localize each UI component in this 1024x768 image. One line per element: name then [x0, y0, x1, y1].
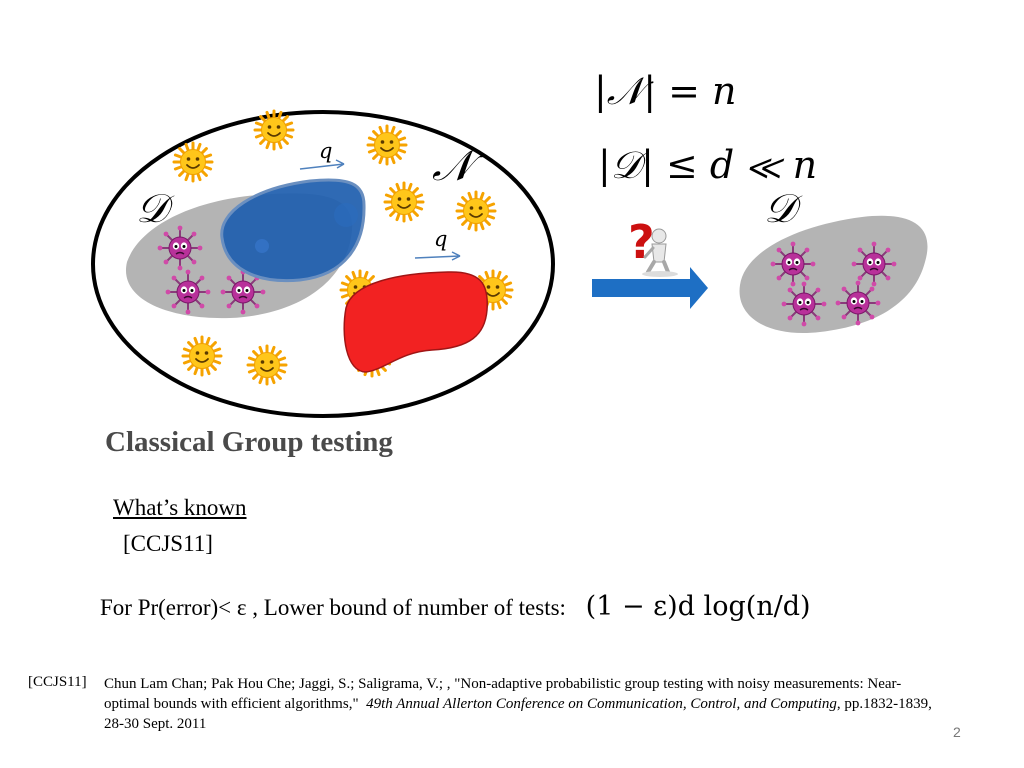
- slide-title: Classical Group testing: [105, 426, 393, 458]
- reference-venue: 49th Annual Allerton Conference on Commu…: [366, 696, 837, 712]
- math-universe-size: |𝒩| = n: [594, 69, 736, 113]
- group-testing-diagram: q q 𝒟 𝒩 |𝒩| = n |𝒟| ≤ d ≪ n ? 𝒟: [91, 69, 928, 418]
- healthy-item-icon: [246, 344, 288, 386]
- question-figure-icon: ?: [628, 215, 678, 277]
- healthy-item-icon: [181, 335, 223, 377]
- reference-label: [CCJS11]: [28, 674, 87, 690]
- lower-bound-text: For Pr(error)< ε , Lower bound of number…: [100, 595, 566, 620]
- test-pool-blue: [220, 178, 366, 283]
- label-defective-set-result: 𝒟: [764, 186, 803, 232]
- healthy-item-icon: [366, 124, 408, 166]
- healthy-item-icon: [383, 181, 425, 223]
- healthy-item-icon: [455, 190, 497, 232]
- label-q-top: q: [319, 139, 332, 163]
- lower-bound-formula: (1 − ε)d log(n/d): [585, 591, 811, 622]
- defective-item-icon: [156, 224, 204, 272]
- page-number: 2: [953, 724, 961, 740]
- arrow-q-top: [299, 163, 345, 170]
- reference-authors-title: Chun Lam Chan; Pak Hou Che; Jaggi, S.; S…: [104, 676, 902, 712]
- math-defective-bound: |𝒟| ≤ d ≪ n: [598, 143, 817, 187]
- reference-text: Chun Lam Chan; Pak Hou Che; Jaggi, S.; S…: [104, 674, 944, 734]
- defective-item-icon: [834, 279, 882, 327]
- label-q-mid: q: [434, 227, 447, 251]
- reference-pages-date: , pp.1832-1839, 28-30 Sept. 2011: [104, 696, 932, 732]
- whats-known-heading: What’s known: [113, 495, 247, 520]
- lower-bound-statement: For Pr(error)< ε , Lower bound of number…: [100, 591, 811, 622]
- healthy-item-icon: [253, 109, 295, 151]
- arrow-q-mid: [414, 255, 461, 259]
- defective-item-icon: [164, 268, 212, 316]
- defective-item-icon: [769, 240, 817, 288]
- defective-region-right: [739, 215, 928, 334]
- defective-item-icon: [780, 280, 828, 328]
- citation-key: [CCJS11]: [123, 531, 213, 556]
- test-pool-red: [343, 271, 488, 373]
- healthy-item-icon: [172, 141, 214, 183]
- svg-text:?: ?: [628, 215, 655, 269]
- defective-item-icon: [850, 240, 898, 288]
- result-arrow-icon: [592, 267, 708, 309]
